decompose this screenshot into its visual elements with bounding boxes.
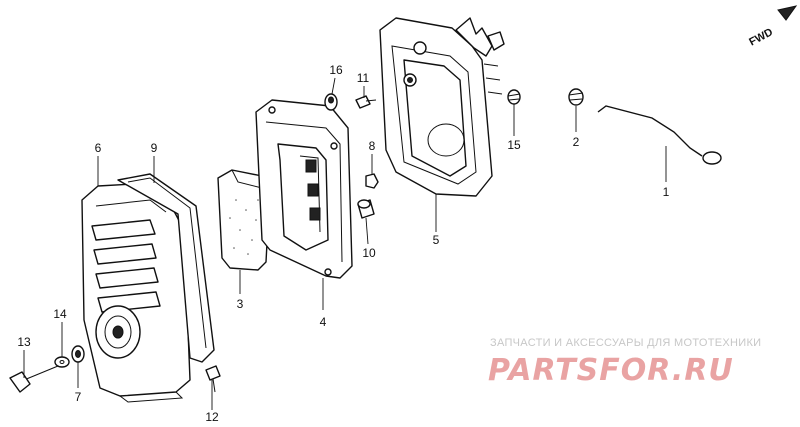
callout-15: 15	[507, 138, 521, 152]
callout-2: 2	[573, 135, 580, 149]
callout-7: 7	[75, 390, 82, 404]
callout-5: 5	[433, 233, 440, 247]
callout-labels: 1 2 3 4 5 6 7 8 9 10 11 12 13 14 15 16	[17, 63, 669, 424]
part-9-gasket	[117, 173, 215, 363]
watermark-tagline: ЗАПЧАСТИ И АКСЕССУАРЫ ДЛЯ МОТОТЕХНИКИ	[490, 337, 761, 349]
part-12-screw	[205, 365, 221, 393]
callout-1: 1	[663, 185, 670, 199]
fwd-arrow-icon	[777, 5, 798, 21]
callout-13: 13	[17, 335, 31, 349]
part-11-bolt	[355, 95, 377, 109]
part-3-filter-element	[217, 169, 271, 271]
leader-lines	[23, 77, 667, 410]
part-7-nut	[71, 345, 85, 363]
part-5-air-cleaner-base	[379, 17, 505, 197]
callout-12: 12	[205, 410, 219, 424]
callout-6: 6	[95, 141, 102, 155]
part-15-grommet	[507, 89, 521, 105]
callout-10: 10	[362, 246, 376, 260]
part-14-washer	[54, 356, 70, 368]
fwd-label: FWD	[747, 26, 775, 48]
fwd-indicator: FWD	[747, 5, 798, 49]
callout-3: 3	[237, 297, 244, 311]
callout-4: 4	[320, 315, 327, 329]
part-8-nut	[365, 173, 379, 189]
watermark: ЗАПЧАСТИ И АКСЕССУАРЫ ДЛЯ МОТОТЕХНИКИ PA…	[488, 337, 761, 388]
part-4-filter-case	[255, 99, 353, 279]
part-2-grommet	[568, 88, 584, 106]
part-6-air-cleaner-cover	[81, 182, 191, 403]
callout-16: 16	[329, 63, 343, 77]
callout-14: 14	[53, 307, 67, 321]
callout-9: 9	[151, 141, 158, 155]
part-13-wing-bolt	[9, 365, 59, 393]
watermark-brand: PARTSFOR.RU	[488, 353, 734, 388]
callout-8: 8	[369, 139, 376, 153]
part-10-collar	[357, 199, 375, 219]
part-16-grommet	[324, 93, 338, 111]
part-1-wire-link	[597, 105, 722, 165]
callout-11: 11	[357, 71, 370, 85]
